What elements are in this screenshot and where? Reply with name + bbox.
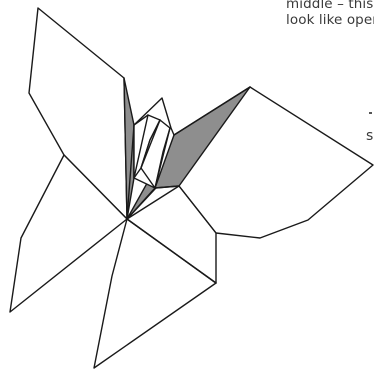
origami-fold-diagram <box>0 0 374 376</box>
instruction-page: middle – this is v look like opened s <box>0 0 374 376</box>
